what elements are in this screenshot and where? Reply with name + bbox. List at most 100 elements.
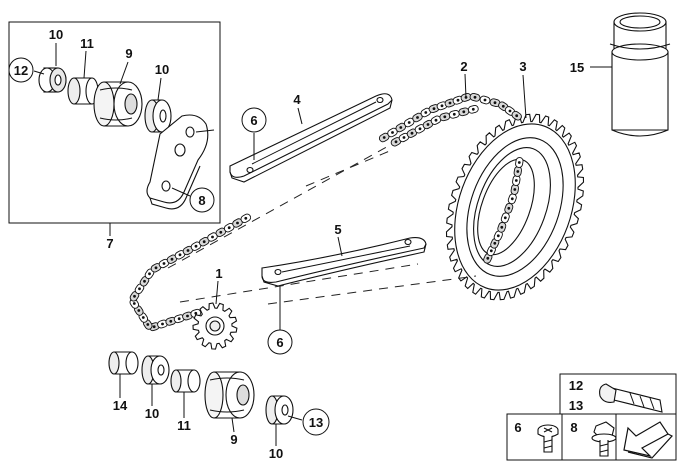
- chain-pin: [517, 161, 521, 164]
- chain-pin: [500, 225, 504, 229]
- lower-washer-10: [141, 355, 170, 385]
- chain-pin: [471, 107, 475, 111]
- chain-pin: [170, 257, 174, 261]
- chain-pin: [513, 188, 517, 191]
- chain-pin: [514, 179, 518, 182]
- chain-pin: [407, 121, 411, 124]
- chain-pin: [137, 309, 141, 312]
- callout-10: 10: [155, 62, 169, 77]
- direction-arrow-icon: [623, 421, 673, 459]
- chain-pin: [227, 226, 231, 230]
- lower-roller-9: [204, 371, 255, 419]
- chain-pin: [152, 325, 156, 329]
- alignment-line: [179, 263, 419, 303]
- callout-4: 4: [293, 92, 301, 107]
- chain-pin: [434, 118, 438, 122]
- chain-pin: [489, 249, 493, 253]
- callout-12-circled: 12: [14, 63, 28, 78]
- callout-10: 10: [49, 27, 63, 42]
- chain-pin: [493, 101, 497, 105]
- callout-7: 7: [106, 236, 113, 251]
- callout-1: 1: [215, 266, 222, 281]
- chain-pin: [161, 322, 164, 326]
- chain-pin: [452, 112, 456, 116]
- chain-pin: [416, 116, 419, 119]
- callout-8: 8: [570, 420, 577, 435]
- inset-bracket-plate: [146, 114, 209, 210]
- callout-6-circled: 6: [276, 335, 283, 350]
- chain-pin: [456, 98, 460, 102]
- chain-pin: [493, 241, 497, 245]
- chain-pin: [503, 216, 507, 220]
- callout-5: 5: [334, 222, 341, 237]
- callout-9: 9: [230, 432, 237, 447]
- callout-13-circled: 13: [309, 415, 323, 430]
- chain-pin: [146, 323, 150, 326]
- callout-labels: 10 11 9 10 12 8 7 6 4 2 3 15 5 1 6 14 10…: [8, 27, 584, 461]
- callout-9: 9: [125, 46, 132, 61]
- chain-pin: [244, 216, 248, 220]
- chain-pin: [486, 256, 490, 260]
- chain-pin: [432, 107, 436, 110]
- chain-pin: [162, 262, 166, 265]
- chain-pin: [178, 253, 182, 257]
- callout-6: 6: [514, 420, 521, 435]
- chain-pin: [132, 302, 136, 305]
- callout-3: 3: [519, 59, 526, 74]
- chain-pin: [410, 131, 414, 135]
- chain-pin: [177, 317, 181, 321]
- chain-pin: [402, 136, 406, 139]
- chain-pin: [501, 104, 505, 108]
- chain-guide-rail-4: [229, 93, 393, 183]
- chain-pin: [507, 206, 511, 210]
- fastener-legend-box: [506, 373, 677, 461]
- chain-pin: [510, 197, 514, 201]
- callout-2: 2: [460, 59, 467, 74]
- chain-pin: [424, 111, 428, 114]
- lower-bushing-14: [108, 351, 139, 375]
- chain-pin: [483, 98, 487, 102]
- chain-pin: [448, 101, 452, 105]
- chain-pin: [138, 287, 141, 291]
- lower-sleeve-11: [170, 369, 201, 393]
- alignment-line: [305, 149, 393, 187]
- rear-sprocket-3: [445, 113, 585, 301]
- bolt-12-13-icon: [599, 383, 663, 413]
- callout-14: 14: [113, 398, 128, 413]
- chain-pin: [219, 230, 223, 234]
- callout-8-circled: 8: [198, 193, 205, 208]
- inset-washer-10: [144, 99, 172, 133]
- chain-pin: [391, 131, 394, 134]
- inset-washer-12: [38, 67, 67, 93]
- chain-pin: [186, 314, 189, 318]
- chain-pin: [508, 109, 512, 113]
- chain-pin: [194, 244, 198, 248]
- chain-pin: [169, 319, 173, 323]
- chain-pin: [211, 235, 214, 239]
- chain-pin: [202, 240, 206, 244]
- chain-pin: [382, 136, 386, 139]
- chain-pin: [399, 126, 403, 129]
- chain-pin: [516, 170, 520, 173]
- chain-pin: [133, 294, 136, 298]
- inset-box-frame: [8, 21, 221, 224]
- screw-6-icon: [537, 424, 559, 453]
- chain-guide-rail-5: [261, 237, 427, 287]
- callout-11: 11: [80, 36, 94, 51]
- alignment-line: [167, 143, 393, 269]
- chain-pin: [394, 140, 398, 144]
- lower-washer-10b: [265, 395, 294, 425]
- alignment-line: [267, 275, 477, 305]
- callout-12: 12: [569, 378, 583, 393]
- chain-pin: [496, 234, 500, 238]
- callout-15: 15: [570, 60, 584, 75]
- grease-can-15: [609, 12, 671, 137]
- chain-pin: [154, 266, 158, 270]
- chain-pin: [418, 127, 422, 131]
- callout-10: 10: [269, 446, 283, 461]
- chain-pin: [236, 221, 239, 225]
- front-sprocket-1: [192, 302, 238, 350]
- inset-sleeve-11: [67, 77, 99, 105]
- chain-pin: [515, 114, 519, 118]
